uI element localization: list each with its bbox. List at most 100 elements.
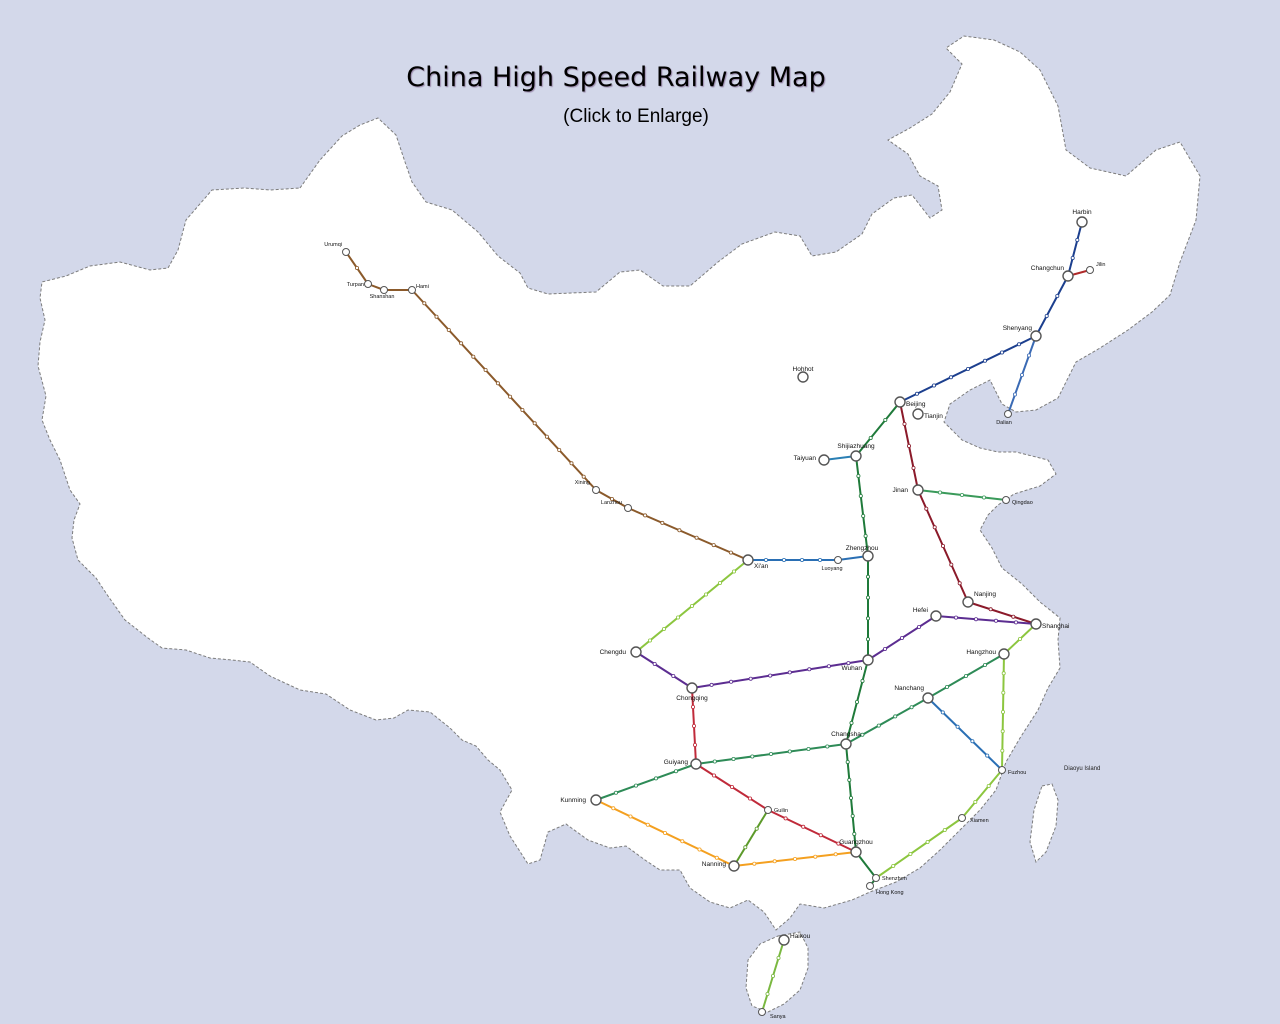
minor-station-dot (960, 492, 965, 497)
station-harbin[interactable] (1076, 216, 1088, 228)
station-haikou[interactable] (778, 934, 790, 946)
station-hami[interactable] (408, 286, 416, 294)
minor-station-dot (1000, 729, 1005, 734)
minor-station-dot (902, 421, 907, 426)
minor-station-dot (748, 676, 753, 681)
minor-station-dot (557, 447, 562, 452)
minor-station-dot (663, 831, 668, 836)
minor-station-dot (813, 854, 818, 859)
label-shanshan: Shanshan (370, 294, 395, 300)
rail-line-13 (927, 697, 1003, 771)
minor-station-dot (833, 852, 838, 857)
labels-layer: UrumqiTurpanShanshanHamiXiningLanzhouXi'… (324, 209, 1105, 1020)
minor-station-dot (866, 595, 871, 600)
label-dalian: Dalian (996, 420, 1012, 426)
minor-station-dot (660, 520, 665, 525)
station-turpan[interactable] (364, 280, 372, 288)
minor-station-dot (988, 607, 993, 612)
minor-station-dot (1018, 637, 1023, 642)
station-shijiazhuang[interactable] (850, 450, 862, 462)
diaoyu-island-label: Diaoyu Island (1064, 766, 1100, 772)
minor-station-dot (748, 796, 753, 801)
minor-station-dot (850, 814, 855, 819)
station-taiyuan[interactable] (818, 454, 830, 466)
minor-station-dot (697, 847, 702, 852)
station-chengdu[interactable] (630, 646, 642, 658)
station-zhengzhou[interactable] (862, 550, 874, 562)
minor-station-dot (966, 366, 971, 371)
minor-station-dot (434, 314, 439, 319)
station-beijing[interactable] (894, 396, 906, 408)
minor-station-dot (569, 461, 574, 466)
station-shenzhen[interactable] (872, 874, 880, 882)
minor-station-dot (610, 496, 615, 501)
minor-station-dot (483, 367, 488, 372)
station-nanning[interactable] (728, 860, 740, 872)
label-nanjing: Nanjing (974, 591, 996, 598)
label-xiamen: Xiamen (970, 818, 989, 824)
station-hong-kong[interactable] (866, 882, 874, 890)
rail-line-19 (733, 809, 769, 867)
minor-station-dot (787, 749, 792, 754)
station-guiyang[interactable] (690, 758, 702, 770)
minor-station-dot (858, 493, 863, 498)
label-chongqing: Chongqing (676, 695, 708, 702)
minor-station-dot (714, 855, 719, 860)
minor-station-dot (866, 637, 871, 642)
station-dalian[interactable] (1004, 410, 1012, 418)
minor-station-dot (652, 662, 657, 667)
station-luoyang[interactable] (834, 556, 842, 564)
station-shanghai[interactable] (1030, 618, 1042, 630)
station-changchun[interactable] (1062, 270, 1074, 282)
station-hefei[interactable] (930, 610, 942, 622)
station-nanjing[interactable] (962, 596, 974, 608)
station-changsha[interactable] (840, 738, 852, 750)
minor-station-dot (712, 759, 717, 764)
label-fuzhou: Fuzhou (1008, 770, 1026, 776)
station-lanzhou[interactable] (624, 504, 632, 512)
minor-station-dot (754, 826, 759, 831)
minor-station-dot (728, 550, 733, 555)
station-sanya[interactable] (758, 1008, 766, 1016)
station-guangzhou[interactable] (850, 846, 862, 858)
minor-station-dot (765, 992, 770, 997)
station-qingdao[interactable] (1002, 496, 1010, 504)
label-jilin: Jilin (1096, 262, 1105, 268)
minor-station-dot (752, 861, 757, 866)
minor-station-dot (1017, 342, 1022, 347)
station-xining[interactable] (592, 486, 600, 494)
map-title[interactable]: China High Speed Railway Map (406, 62, 826, 93)
enlarge-link[interactable]: (Click to Enlarge) (563, 106, 709, 127)
minor-station-dot (846, 661, 851, 666)
station-nanchang[interactable] (922, 692, 934, 704)
minor-station-dot (932, 383, 937, 388)
minor-station-dot (866, 574, 871, 579)
station-guilin[interactable] (764, 806, 772, 814)
label-hong-kong: Hong Kong (876, 890, 904, 896)
minor-station-dot (932, 525, 937, 530)
station-shenyang[interactable] (1030, 330, 1042, 342)
minor-station-dot (648, 638, 653, 643)
minor-station-dot (731, 757, 736, 762)
station-chongqing[interactable] (686, 682, 698, 694)
minor-station-dot (674, 769, 679, 774)
station-jinan[interactable] (912, 484, 924, 496)
station-fuzhou[interactable] (998, 766, 1006, 774)
station-wuhan[interactable] (862, 654, 874, 666)
station-hohhot[interactable] (797, 371, 809, 383)
label-urumqi: Urumqi (324, 242, 342, 248)
station-xiamen[interactable] (958, 814, 966, 822)
minor-station-dot (459, 341, 464, 346)
label-beijing: Beijing (906, 401, 926, 408)
station-tianjin[interactable] (912, 408, 924, 420)
station-shanshan[interactable] (380, 286, 388, 294)
station-jilin[interactable] (1086, 266, 1094, 274)
station-kunming[interactable] (590, 794, 602, 806)
minor-station-dot (677, 528, 682, 533)
stations-layer (342, 216, 1094, 1016)
minor-station-dot (1000, 748, 1005, 753)
station-hangzhou[interactable] (998, 648, 1010, 660)
station-xi-an[interactable] (742, 554, 754, 566)
station-urumqi[interactable] (342, 248, 350, 256)
